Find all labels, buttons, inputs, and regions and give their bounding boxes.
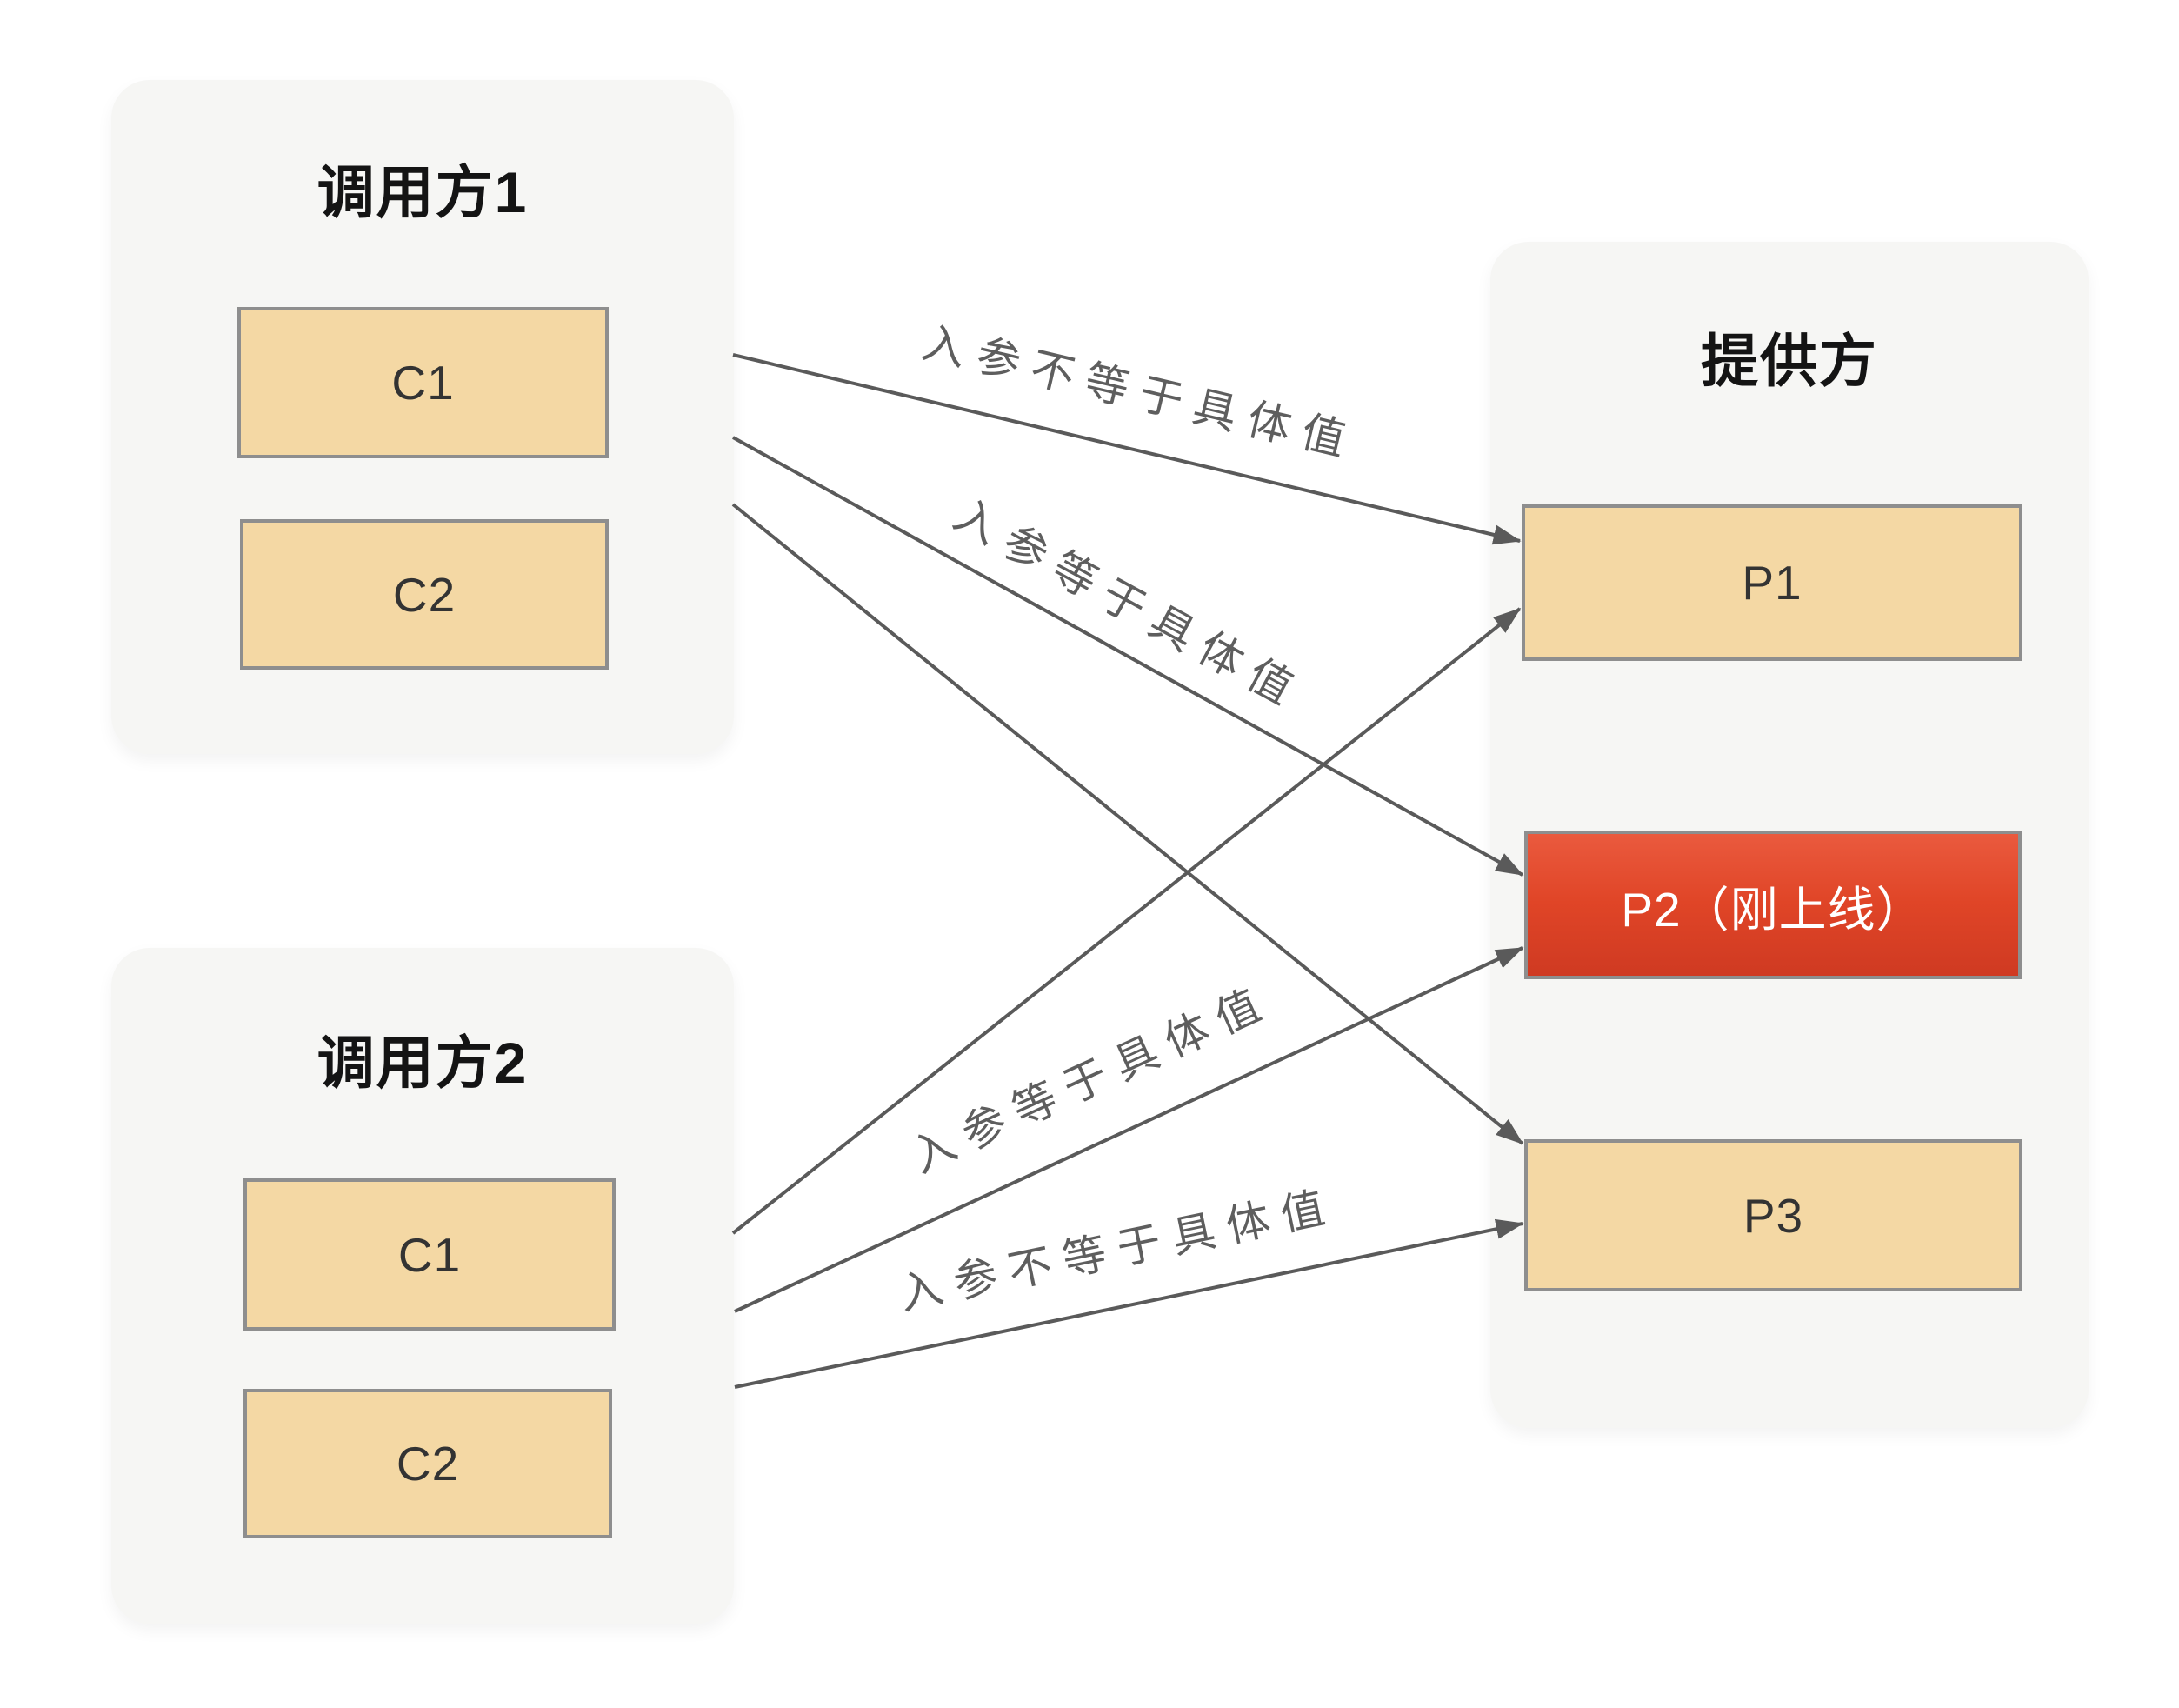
provider-box-p1: P1 [1522, 504, 2022, 661]
edge-label-caller1-p1: 入参不等于具体值 [917, 317, 1362, 467]
caller2-title: 调用方2 [317, 1031, 529, 1095]
provider-box-p3: P3 [1524, 1139, 2022, 1291]
arrow-caller2-to-p2 [734, 946, 1524, 1313]
caller2-box-c1-label: C1 [397, 1227, 462, 1282]
arrow-caller2-to-p3 [734, 1218, 1524, 1389]
edge-label-caller2-p2: 入参等于具体值 [904, 976, 1279, 1182]
caller1-box-c1-label: C1 [391, 356, 455, 410]
caller1-group: 调用方1 C1 C2 [111, 80, 734, 754]
caller2-box-c2-label: C2 [396, 1437, 460, 1491]
caller1-box-c1: C1 [237, 307, 609, 458]
caller1-title: 调用方1 [317, 160, 529, 224]
edge-label-caller1-p2: 入参等于具体值 [946, 490, 1311, 719]
arrow-caller1-to-p1 [732, 353, 1522, 545]
edge-label-caller2-p3: 入参不等于具体值 [895, 1181, 1341, 1319]
arrow-caller1-to-p3 [731, 503, 1524, 1145]
provider-box-p1-label: P1 [1742, 556, 1803, 610]
provider-box-p2-label: P2（刚上线） [1621, 882, 1925, 937]
provider-title: 提供方 [1701, 329, 1878, 393]
caller2-group: 调用方2 C1 C2 [111, 948, 734, 1624]
provider-box-p2-highlighted: P2（刚上线） [1524, 831, 2022, 979]
caller2-box-c2: C2 [243, 1389, 612, 1538]
arrow-caller2-to-p1 [731, 607, 1522, 1235]
provider-box-p3-label: P3 [1743, 1188, 1804, 1243]
provider-group: 提供方 P1 P2（刚上线） P3 [1490, 242, 2089, 1428]
caller2-box-c1: C1 [243, 1178, 616, 1331]
arrow-caller1-to-p2 [732, 436, 1524, 877]
caller1-box-c2: C2 [240, 519, 609, 670]
caller1-box-c2-label: C2 [392, 567, 456, 622]
